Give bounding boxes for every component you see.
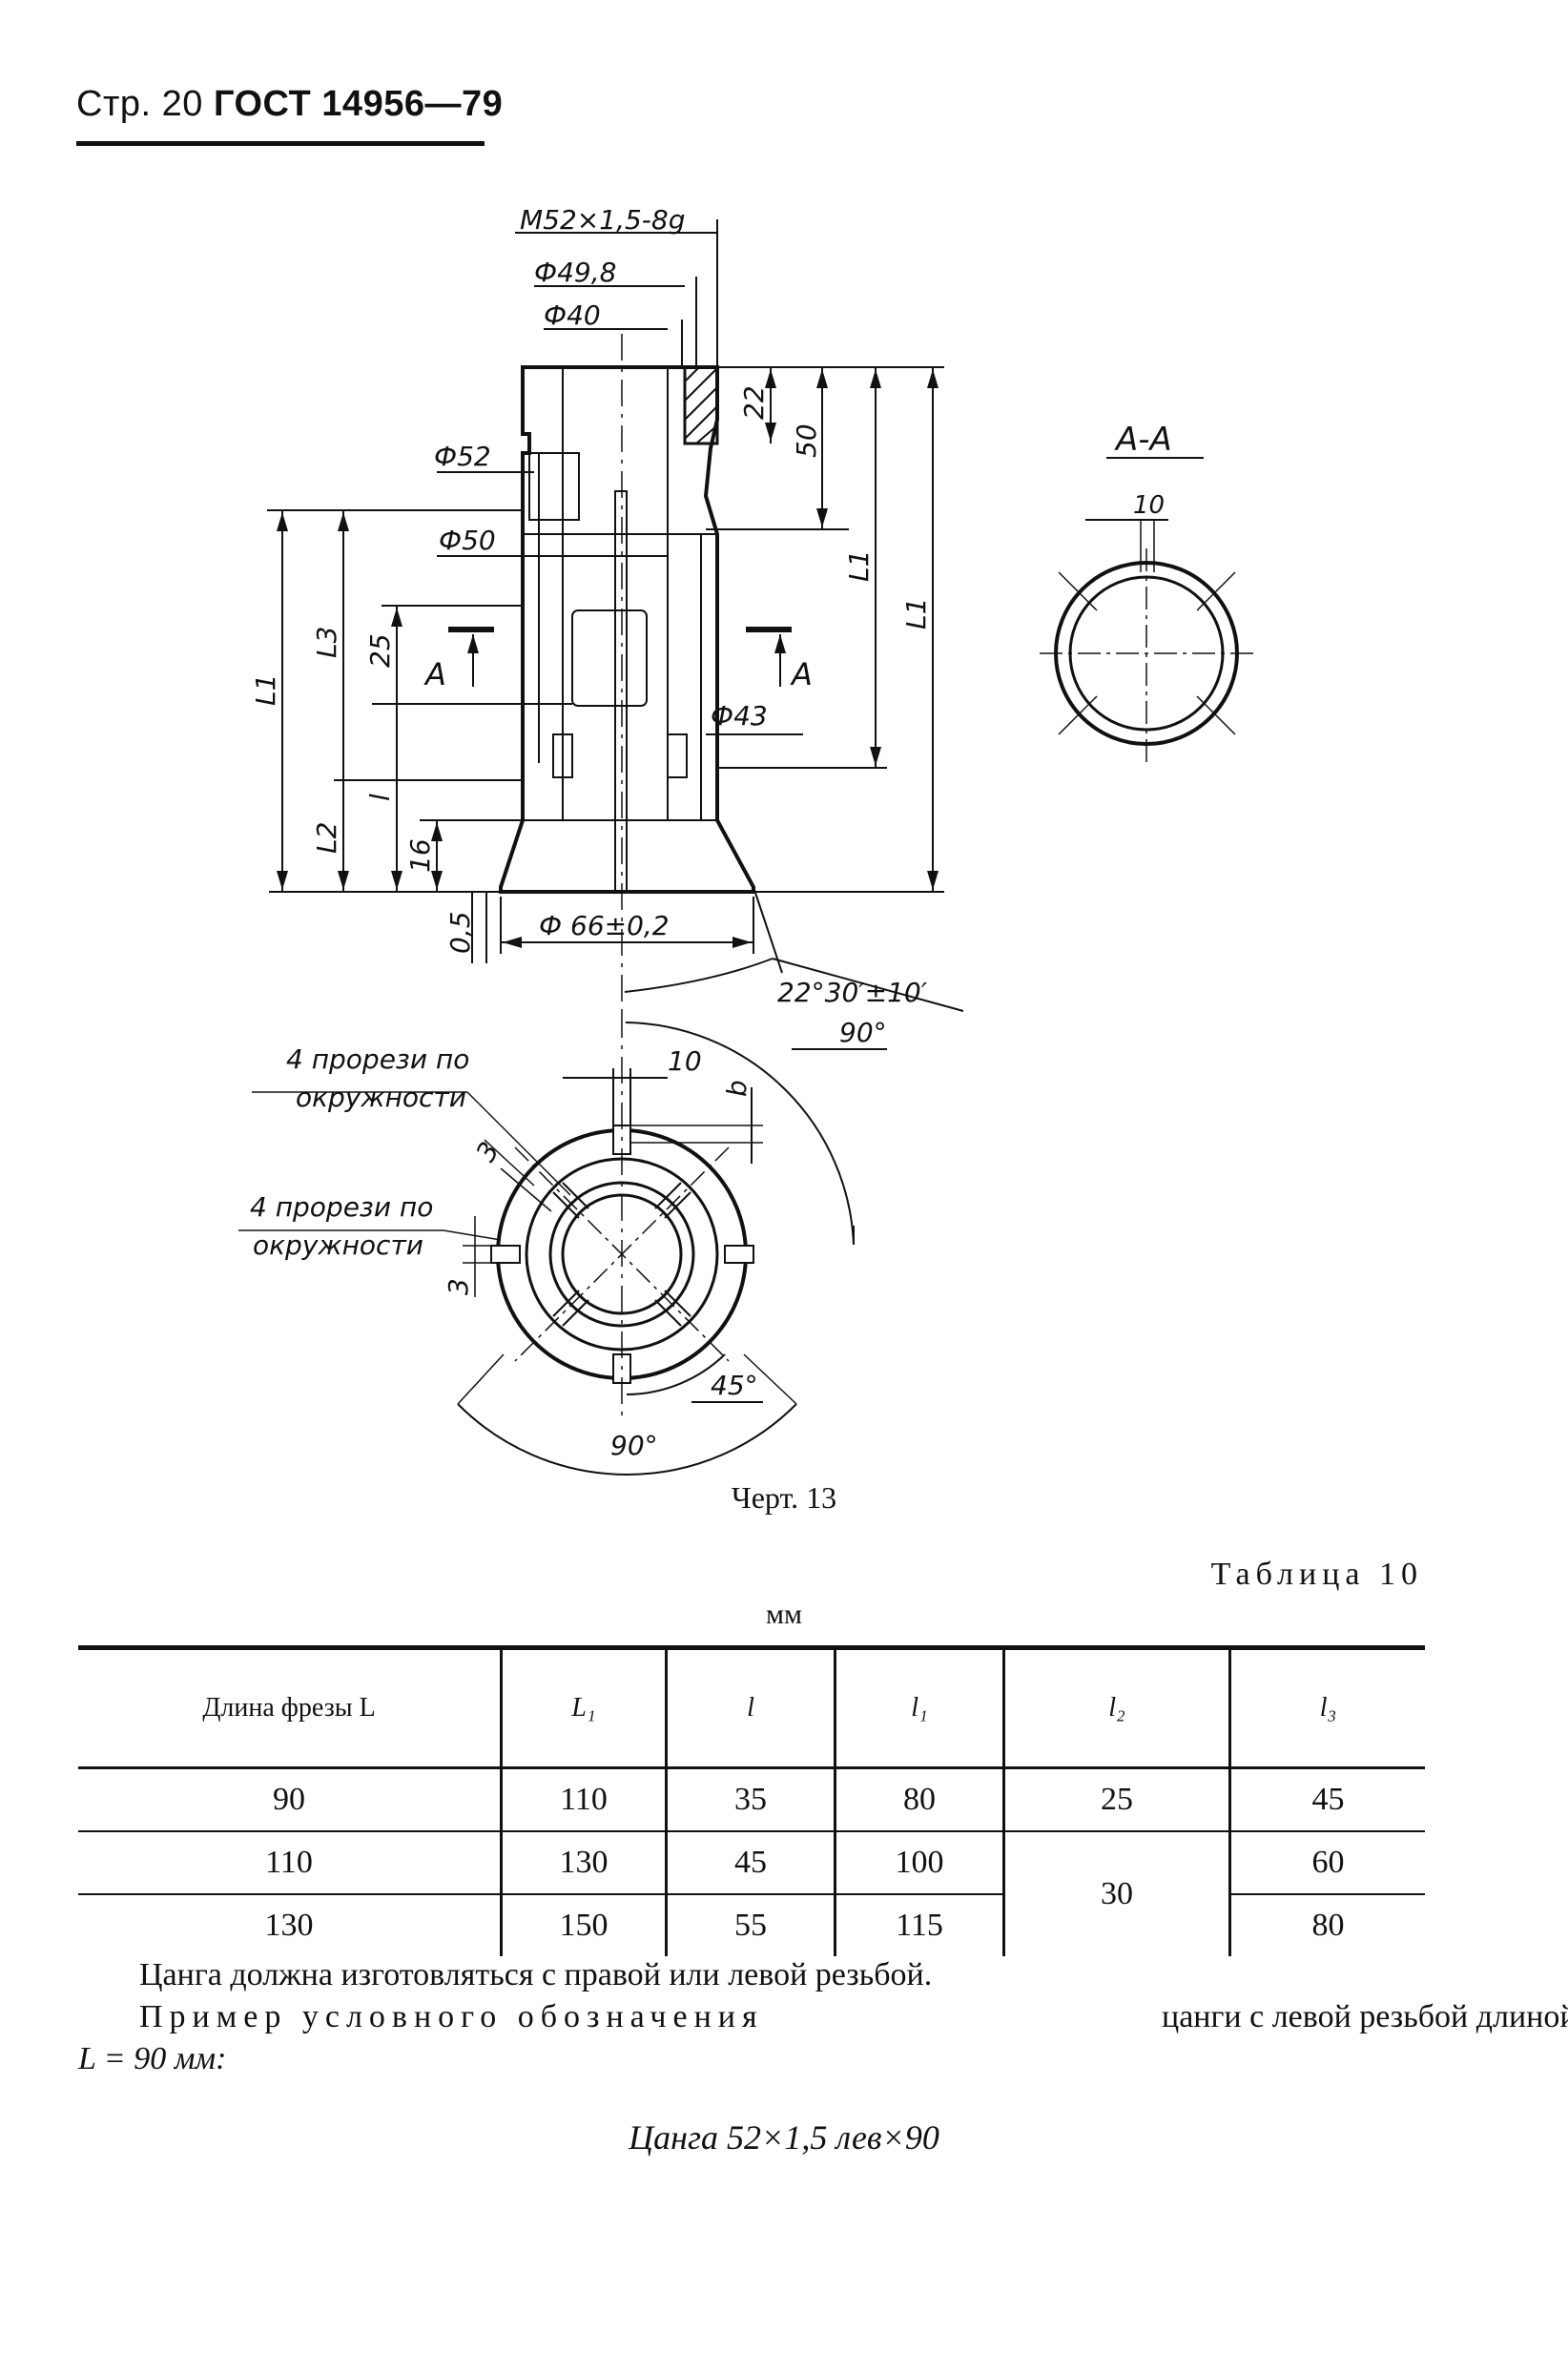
page-header: Стр. 20 ГОСТ 14956—79 <box>76 84 503 125</box>
page-number: Стр. 20 <box>76 84 203 124</box>
table-unit: мм <box>766 1599 802 1630</box>
note-example-spaced: Пример условного обозначения <box>139 1999 764 2034</box>
cell: 90 <box>273 1782 305 1817</box>
label-slot-10: 10 <box>668 1045 702 1077</box>
label-dim05: 0,5 <box>444 911 476 954</box>
label-d49: Ф49,8 <box>534 257 616 288</box>
cell: 100 <box>834 1831 1004 1894</box>
label-section-dim: 10 <box>1133 491 1165 520</box>
label-L1-right2: L1 <box>900 598 932 630</box>
header-rule <box>76 141 485 146</box>
label-L1-right1: L1 <box>843 550 875 582</box>
drawing-caption: Черт. 13 <box>731 1480 837 1515</box>
table-header-row: Длина фрезы L L₁ l l₁ l₂ l₃ <box>78 1647 1425 1768</box>
technical-drawing: M52×1,5-8g Ф49,8 Ф40 Ф52 Ф50 Ф43 Ф 66±0,… <box>238 204 1259 1476</box>
standard-number: ГОСТ 14956—79 <box>213 84 504 124</box>
label-section-a-right: A <box>790 656 813 692</box>
label-90-bottom: 90° <box>610 1430 658 1461</box>
label-section-a-left: A <box>423 656 446 692</box>
cell: 80 <box>1228 1894 1425 1956</box>
cell: 80 <box>834 1767 1004 1831</box>
cell: 130 <box>264 1908 314 1943</box>
label-dim22: 22 <box>738 385 770 420</box>
designation-example: Цанга 52×1,5 лев×90 <box>629 2118 939 2157</box>
col-header-l1: l₁ <box>834 1647 1004 1768</box>
col-header-length: Длина фрезы L <box>202 1693 376 1723</box>
cell: 45 <box>1228 1767 1425 1831</box>
table-row: 130 150 55 115 80 <box>78 1894 1425 1956</box>
label-b: b <box>721 1080 753 1097</box>
cell: 35 <box>665 1767 836 1831</box>
collet-end-view <box>238 1011 887 1476</box>
table-row: 110 130 45 100 30 60 <box>78 1831 1425 1956</box>
label-d40: Ф40 <box>544 299 601 331</box>
cell: 115 <box>834 1894 1004 1956</box>
cell: 110 <box>265 1845 313 1880</box>
table-title: Таблица 10 <box>1210 1557 1423 1592</box>
label-d50: Ф50 <box>439 525 496 556</box>
cell-merged: 30 <box>1002 1831 1231 1956</box>
rotated-labels: 22 50 L1 L1 L1 L3 L2 25 l 16 0,5 b 3 3 <box>250 385 932 1295</box>
cell: 130 <box>500 1831 667 1894</box>
col-header-L1: L₁ <box>500 1647 667 1768</box>
cell: 150 <box>500 1894 667 1956</box>
label-slots1-line1: 4 прорези по <box>286 1043 469 1075</box>
label-d52: Ф52 <box>434 441 491 472</box>
label-L2: L2 <box>311 822 342 854</box>
label-angle: 22°30′±10′ <box>777 977 928 1008</box>
label-L3: L3 <box>311 627 342 658</box>
label-d43: Ф43 <box>711 700 768 732</box>
cell: 55 <box>665 1894 836 1956</box>
note-length: L = 90 мм: <box>78 2041 227 2076</box>
label-dim25: 25 <box>364 633 396 668</box>
label-section-title: A-A <box>1114 421 1172 459</box>
table-row: 90 110 35 80 25 45 <box>78 1767 1425 1831</box>
note-example-rest: цанги с левой резьбой длиной <box>1162 1999 1568 2034</box>
label-slots2-line2: окружности <box>253 1229 423 1261</box>
col-header-l3: l₃ <box>1228 1647 1425 1768</box>
drawing-labels: M52×1,5-8g Ф49,8 Ф40 Ф52 Ф50 Ф43 Ф 66±0,… <box>250 204 1172 1461</box>
section-a-a <box>1040 457 1259 763</box>
label-slots2-line1: 4 прорези по <box>250 1191 433 1223</box>
bottom-dimension-lines <box>471 886 964 1012</box>
label-dim16: 16 <box>404 838 436 873</box>
vertical-dimension-lines <box>267 366 944 893</box>
label-L1-left: L1 <box>250 674 281 706</box>
label-l: l <box>364 794 396 801</box>
cell: 60 <box>1228 1831 1425 1894</box>
label-thread: M52×1,5-8g <box>520 204 685 236</box>
label-slots1-line2: окружности <box>296 1082 466 1113</box>
top-dimension-lines <box>437 219 803 735</box>
label-three-1: 3 <box>469 1137 505 1167</box>
label-90-top: 90° <box>839 1017 887 1048</box>
col-header-l2: l₂ <box>1002 1647 1230 1768</box>
label-three-2: 3 <box>443 1278 474 1295</box>
cell: 45 <box>665 1831 836 1894</box>
collet-side-view <box>499 334 755 1011</box>
label-45: 45° <box>711 1370 758 1401</box>
cell: 25 <box>1002 1767 1230 1831</box>
note-thread: Цанга должна изготовляться с правой или … <box>139 1957 933 1992</box>
section-marks <box>448 627 792 687</box>
col-header-l: l <box>665 1647 836 1768</box>
table-10: Длина фрезы L L₁ l l₁ l₂ l₃ 90 110 35 80… <box>78 1645 1425 1956</box>
label-dim50: 50 <box>791 423 822 458</box>
label-d66: Ф 66±0,2 <box>539 910 670 941</box>
cell: 110 <box>500 1767 667 1831</box>
